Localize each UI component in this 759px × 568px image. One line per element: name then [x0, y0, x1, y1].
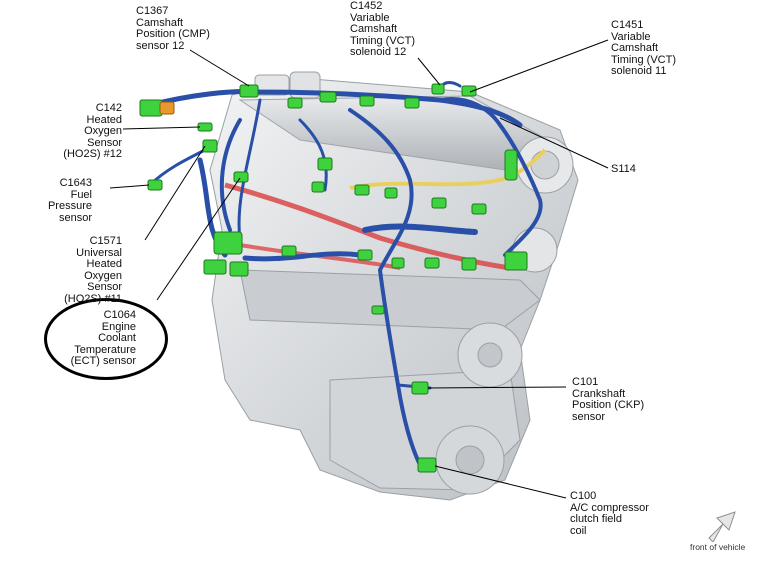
label-c1643-fuel-pressure-sensor: C1643 Fuel Pressure sensor: [47, 177, 92, 224]
label-c100-ac-clutch-coil: C100 A/C compressor clutch field coil: [570, 490, 649, 537]
label-c1451-vct-solenoid-11: C1451 Variable Camshaft Timing (VCT) sol…: [611, 19, 676, 77]
label-s114: S114: [611, 163, 636, 175]
leader-lines: [109, 39, 609, 499]
front-of-vehicle-arrow-icon: [708, 511, 736, 542]
connectors: [139, 83, 528, 473]
label-c1064-ect-sensor: C1064 Engine Coolant Temperature (ECT) s…: [70, 309, 136, 367]
label-c1367-cmp-sensor: C1367 Camshaft Position (CMP) sensor 12: [136, 5, 210, 52]
label-c1452-vct-solenoid-12: C1452 Variable Camshaft Timing (VCT) sol…: [350, 0, 415, 58]
label-front-of-vehicle: front of vehicle: [690, 542, 746, 552]
label-c1571-universal-ho2s-11: C1571 Universal Heated Oxygen Sensor (HO…: [64, 235, 122, 305]
fuel-line: [349, 148, 547, 190]
engine-block: [209, 71, 579, 501]
label-c101-ckp-sensor: C101 Crankshaft Position (CKP) sensor: [572, 376, 645, 423]
coolant-line-lower: [239, 243, 401, 270]
label-c142-ho2s-12: C142 Heated Oxygen Sensor (HO2S) #12: [63, 102, 122, 160]
highlight-ellipse: [44, 298, 168, 380]
